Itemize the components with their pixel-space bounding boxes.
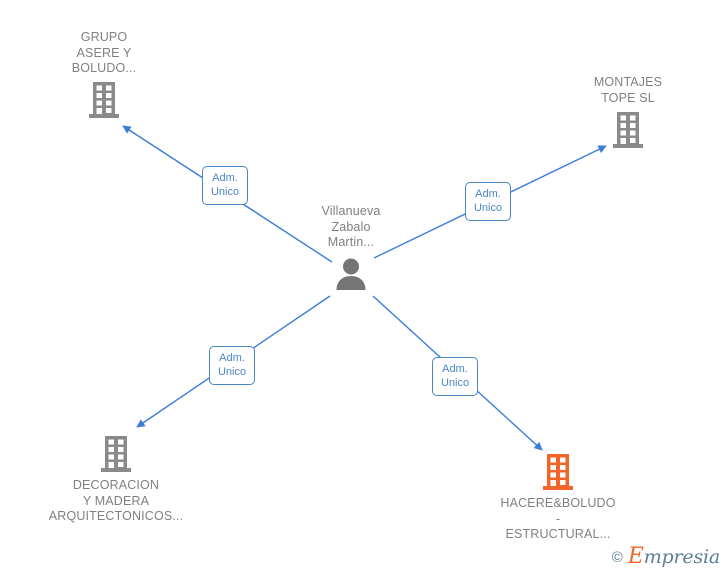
edge-label-grupo-asere[interactable]: Adm. Unico [202, 166, 248, 205]
node-label-decoracion-y-madera-arquitectonicos: DECORACION Y MADERA ARQUITECTONICOS... [48, 478, 184, 523]
node-label-montajes-tope-sl: MONTAJES TOPE SL [593, 75, 663, 105]
edge-label-hacere[interactable]: Adm. Unico [432, 357, 478, 396]
edge-label-montajes-tope[interactable]: Adm. Unico [465, 182, 511, 221]
node-grupo-asere-y-boludo[interactable]: GRUPO ASERE Y BOLUDO... [9, 30, 199, 122]
building-icon-montajes-tope-sl [533, 109, 723, 151]
node-person-center[interactable]: Villanueva Zabalo Martin... [256, 204, 446, 296]
node-label-hacere-boludo-estructural: HACERE&BOLUDO - ESTRUCTURAL... [500, 496, 616, 541]
edge-label-decoracion[interactable]: Adm. Unico [209, 346, 255, 385]
node-montajes-tope-sl[interactable]: MONTAJES TOPE SL [533, 75, 723, 151]
node-label-person-center: Villanueva Zabalo Martin... [321, 204, 381, 249]
building-icon-decoracion-y-madera-arquitectonicos [21, 433, 211, 475]
node-decoracion-y-madera-arquitectonicos[interactable]: DECORACION Y MADERA ARQUITECTONICOS... [21, 433, 211, 525]
brand-initial: E [627, 544, 644, 569]
node-label-grupo-asere-y-boludo: GRUPO ASERE Y BOLUDO... [71, 30, 137, 75]
empresia-watermark: © Empresia [611, 544, 720, 569]
copyright-icon: © [611, 548, 623, 566]
person-icon [256, 254, 446, 296]
brand-logo: Empresia [627, 544, 720, 569]
node-hacere-boludo-estructural[interactable]: HACERE&BOLUDO - ESTRUCTURAL... [463, 451, 653, 543]
building-icon-hacere-boludo-estructural [463, 451, 653, 493]
building-icon-grupo-asere-y-boludo [9, 80, 199, 122]
brand-name-rest: mpresia [643, 546, 720, 568]
